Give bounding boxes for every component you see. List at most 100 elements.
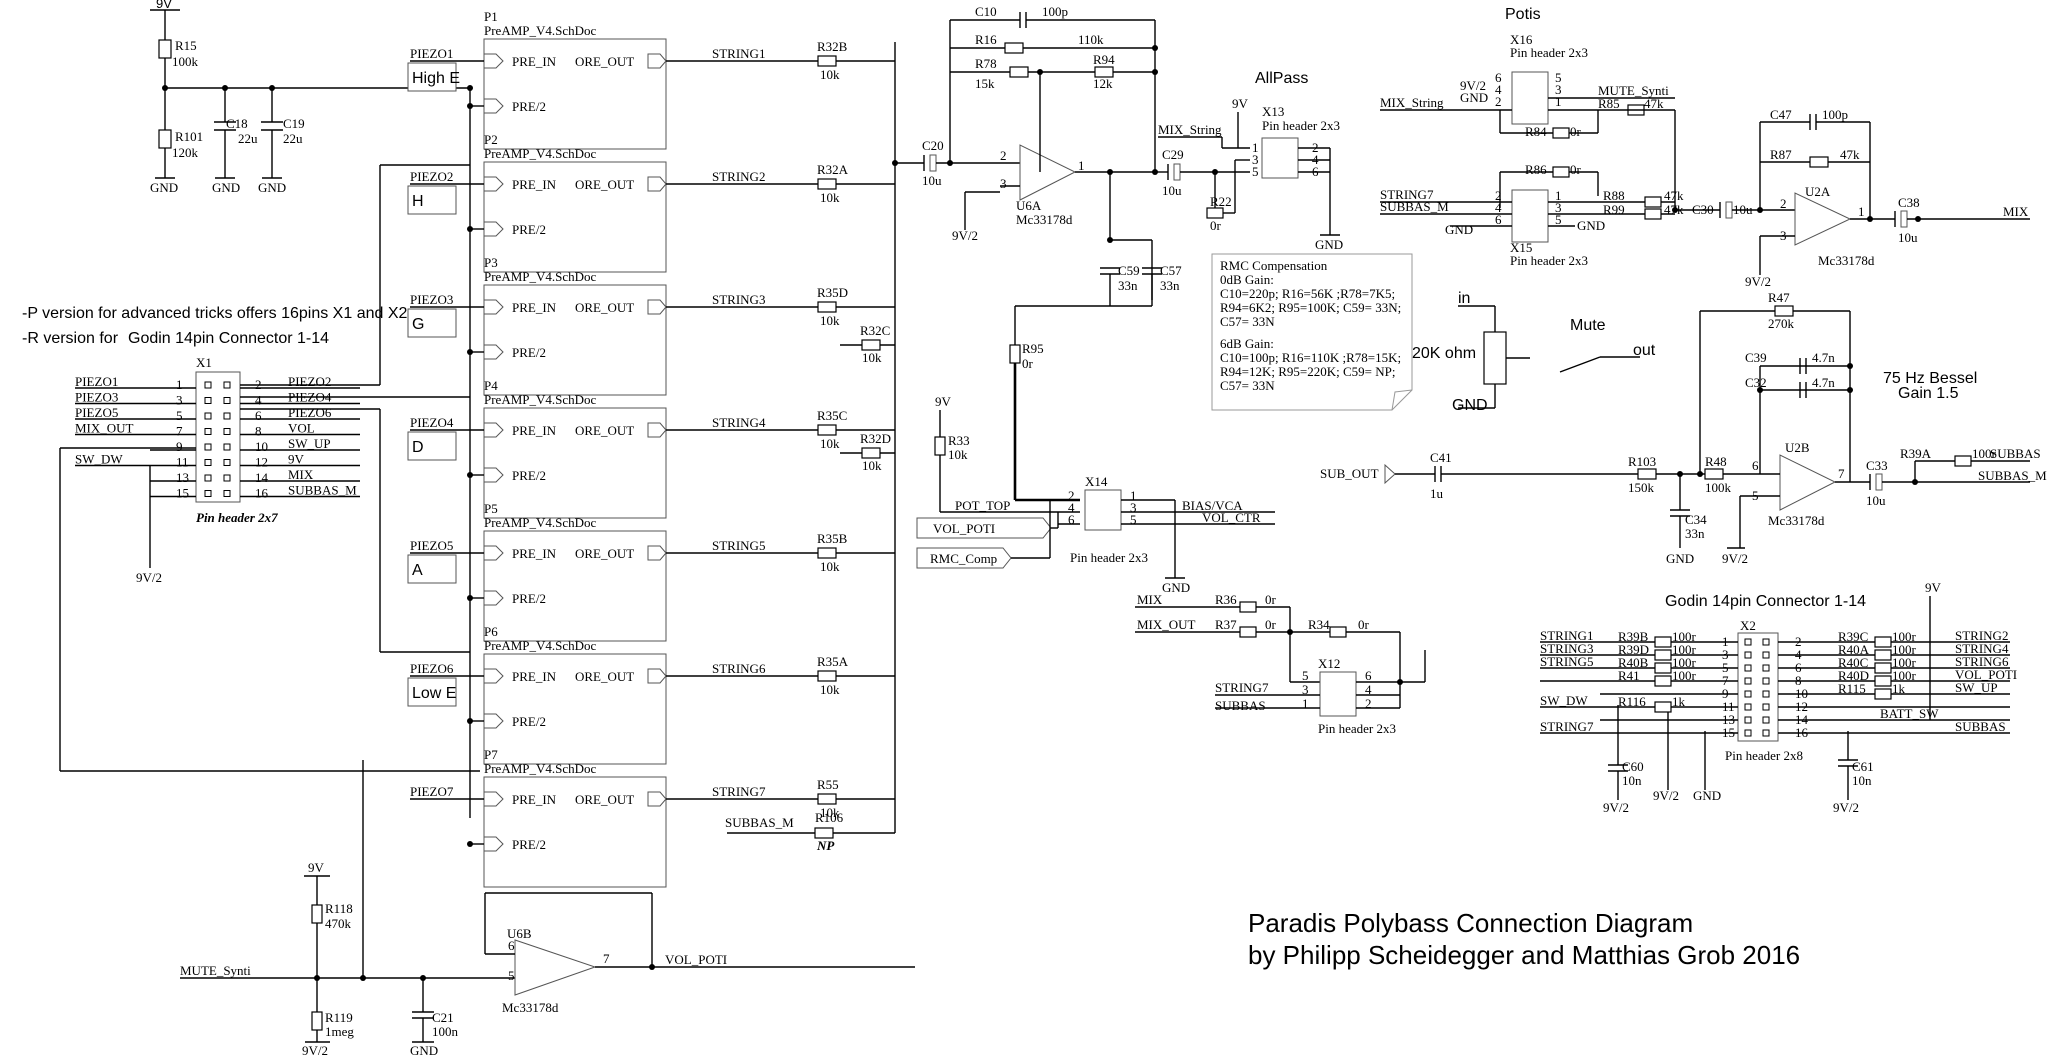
string-resistor-value: 10k [820,436,840,451]
supply-9v-label: 9V [156,0,172,11]
x2-right-resistor [1874,649,1892,661]
svg-text:1: 1 [1130,488,1137,503]
string-resistor [817,301,837,313]
x1-pin-number: 15 [176,486,189,501]
r32d-label: R32D [860,431,891,446]
pre2-label: PRE/2 [512,99,546,114]
u6b-pin-out: 7 [603,951,610,966]
x1-pin-number: 3 [176,393,183,408]
x1-pin-square [204,428,212,435]
svg-text:5: 5 [1252,164,1259,179]
x2-right-r-value: 1k [1892,681,1906,696]
string-resistor [817,547,837,559]
u6b-pin-plus: 5 [508,968,515,983]
x1-pin-square [204,490,212,497]
r36-value: 0r [1265,592,1277,607]
string-tag-box [407,185,457,215]
string-resistor-label: R35C [817,408,847,423]
x1-pin-number: 1 [176,377,183,392]
x13-name: X13 [1262,104,1284,119]
x2-left-net: STRING3 [1540,641,1593,656]
rmc-comp-port [916,547,1012,569]
x1-pin-number: 11 [176,455,189,470]
u6b-9v: 9V [308,860,325,875]
channel-sheet: PreAMP_V4.SchDoc [484,23,597,38]
x1-right-net: MIX [288,467,314,482]
mute-gnd: GND [1452,397,1488,414]
vol-poti-port [916,517,1052,539]
pre-in-label: PRE_IN [512,300,557,315]
c21-gnd: GND [410,1043,438,1058]
x2-left-r-value: 100r [1672,668,1697,683]
u6b-mute-synti: MUTE_Synti [180,963,251,978]
r87-value: 47k [1840,147,1860,162]
rmc-6db: 6dB Gain: [1220,336,1274,351]
channel-ref: P4 [484,378,498,393]
x2-left-r-label: R41 [1618,668,1640,683]
ore-out-label: ORE_OUT [575,423,634,438]
c61-9v2: 9V/2 [1833,800,1859,815]
x1-right-net: 9V [288,452,305,467]
pre-in-port [483,299,504,315]
x2-right-r-label: R40D [1838,668,1869,683]
u2a-out-mix: MIX [2003,204,2029,219]
x12-name: X12 [1318,656,1340,671]
x2-left-net: STRING7 [1540,719,1594,734]
x2-right-net: SUBBAS [1955,719,2006,734]
x1-left-net: PIEZO1 [75,374,118,389]
piezo-net-label: PIEZO2 [410,169,453,184]
svg-text:2: 2 [1495,188,1502,203]
svg-text:6: 6 [1312,164,1319,179]
gnd-label-2: GND [212,180,240,195]
allpass-mix-string: MIX_String [1158,122,1222,137]
u6a-part: Mc33178d [1016,212,1073,227]
svg-text:3: 3 [1555,82,1562,97]
x2-pin-square [1762,729,1770,737]
pre2-label: PRE/2 [512,345,546,360]
c59-value: 33n [1118,278,1138,293]
u6a-stage: C20 10u 2 3 1 U6A Mc33178d 9V/2 C10 100p… [895,4,1182,502]
svg-text:3: 3 [1252,152,1259,167]
svg-text:2: 2 [1780,196,1787,211]
c19-label: C19 [283,116,305,131]
x1-pins: 1PIEZO13PIEZO35PIEZO57MIX_OUT911SW_DW131… [75,374,360,501]
pre2-label: PRE/2 [512,468,546,483]
c10-value: 100p [1042,4,1068,19]
x16-mute-synti: MUTE_Synti [1598,83,1669,98]
diagram-title-line2: by Philipp Scheidegger and Matthias Grob… [1248,940,1800,970]
ore-out-label: ORE_OUT [575,300,634,315]
r15-value: 100k [172,54,199,69]
r88-label: R88 [1603,188,1625,203]
r101-value: 120k [172,145,199,160]
string-resistor-label: R55 [817,777,839,792]
mute-title: Mute [1570,317,1606,334]
string-tag-box [407,62,457,92]
u2a-opamp [1794,192,1852,246]
x1-pin-square [223,381,231,389]
string-tag: High E [412,70,460,87]
x2-right-r-value: 100r [1892,668,1917,683]
c20-value: 10u [922,173,942,188]
r33-value: 10k [948,447,968,462]
potis-string7: STRING7 [1380,187,1434,202]
x1-pin-number: 9 [176,439,183,454]
string-resistor-value: 10k [820,313,840,328]
mute-in: in [1458,290,1470,307]
string-resistor-value: 10k [820,190,840,205]
r34-value: 0r [1358,617,1370,632]
x14-bias-vca: BIAS/VCA [1182,498,1243,513]
r88-value: 47k [1664,188,1684,203]
pre-in-port [483,668,504,684]
c61-value: 10n [1852,773,1872,788]
c39-value: 4.7n [1812,350,1835,365]
x13-gnd: GND [1315,237,1343,252]
x2-left-r-label: R39B [1618,629,1649,644]
string-net-label: STRING6 [712,661,766,676]
bessel-stage: 75 Hz Bessel Gain 1.5 SUB_OUT C41 1u R10… [1320,290,2047,566]
string-resistor [817,424,837,436]
preamp-sheet-box [483,407,667,519]
c41-value: 1u [1430,486,1444,501]
